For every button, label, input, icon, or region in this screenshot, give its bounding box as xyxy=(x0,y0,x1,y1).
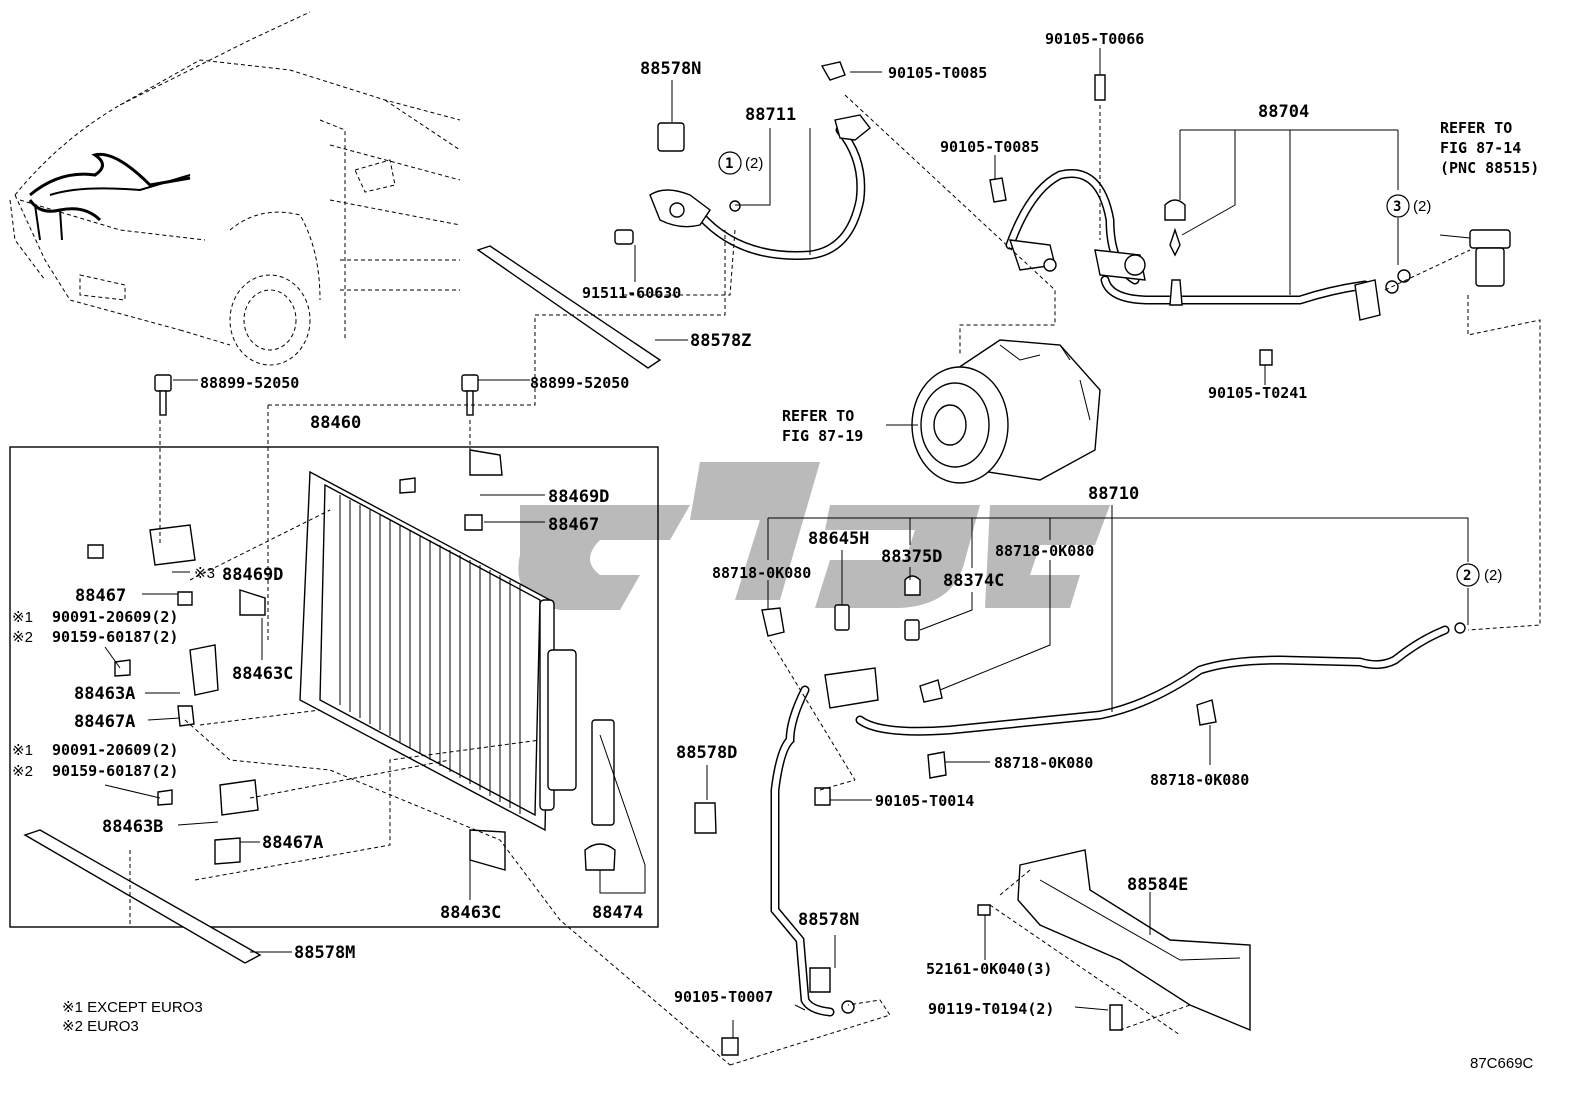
refer-valve-line3: (PNC 88515) xyxy=(1440,159,1539,177)
mark-2-b: ※2 xyxy=(12,763,33,780)
label-88463C-a: 88463C xyxy=(232,664,293,684)
label-90091-20609-b: 90091-20609(2) xyxy=(52,741,178,759)
label-88469D-a: 88469D xyxy=(548,487,609,507)
footnote-1: ※1 EXCEPT EURO3 xyxy=(62,999,203,1016)
label-90105-T0007: 90105-T0007 xyxy=(674,988,773,1006)
label-90159-60187-b: 90159-60187(2) xyxy=(52,762,178,780)
label-88578N-bottom: 88578N xyxy=(798,910,859,930)
label-88645H: 88645H xyxy=(808,529,869,549)
label-88467-b: 88467 xyxy=(75,586,126,606)
refer-compressor-line2: FIG 87-19 xyxy=(782,427,863,445)
label-88463B: 88463B xyxy=(102,817,163,837)
label-90105-T0085-a: 90105-T0085 xyxy=(888,64,987,82)
car-outline-illustration xyxy=(9,11,461,366)
label-88375D: 88375D xyxy=(881,547,942,567)
rail-88578Z xyxy=(476,245,662,369)
label-88704: 88704 xyxy=(1258,102,1309,122)
label-88899-52050-b: 88899-52050 xyxy=(530,374,629,392)
liquid-line-88710 xyxy=(694,575,1466,1056)
circle-1-qty: (2) xyxy=(745,155,763,172)
refer-compressor-line1: REFER TO xyxy=(782,407,854,425)
label-90159-60187-a: 90159-60187(2) xyxy=(52,628,178,646)
watermark-logo xyxy=(518,462,1110,610)
label-88718-0K080-c: 88718-0K080 xyxy=(994,754,1093,772)
label-90091-20609-a: 90091-20609(2) xyxy=(52,608,178,626)
label-88718-0K080-b: 88718-0K080 xyxy=(995,542,1094,560)
leader-lines xyxy=(104,48,1471,1038)
label-88374C: 88374C xyxy=(943,571,1004,591)
compressor xyxy=(911,339,1101,484)
circle-3-qty: (2) xyxy=(1413,198,1431,215)
expansion-valve xyxy=(1469,229,1511,287)
label-90105-T0066: 90105-T0066 xyxy=(1045,30,1144,48)
label-88578N-top: 88578N xyxy=(640,59,701,79)
hose-88704-assembly xyxy=(989,74,1411,366)
label-88578D: 88578D xyxy=(676,743,737,763)
footnote-2: ※2 EURO3 xyxy=(62,1018,139,1035)
mark-1-a: ※1 xyxy=(12,609,33,626)
label-88711: 88711 xyxy=(745,105,796,125)
mark-3: ※3 xyxy=(194,565,215,582)
rail-88578M xyxy=(23,829,262,964)
circle-2-number: 2 xyxy=(1463,568,1471,584)
label-88718-0K080-d: 88718-0K080 xyxy=(1150,771,1249,789)
circle-2-qty: (2) xyxy=(1484,567,1502,584)
under-cover-88584E xyxy=(977,849,1251,1032)
label-88710: 88710 xyxy=(1088,484,1139,504)
label-88469D-b: 88469D xyxy=(222,565,283,585)
label-88718-0K080-a: 88718-0K080 xyxy=(712,564,811,582)
label-88467A-a: 88467A xyxy=(74,712,135,732)
label-88467A-b: 88467A xyxy=(262,833,323,853)
label-88899-52050-a: 88899-52050 xyxy=(200,374,299,392)
figure-code: 87C669C xyxy=(1470,1055,1534,1072)
label-90105-T0085-b: 90105-T0085 xyxy=(940,138,1039,156)
label-88474: 88474 xyxy=(592,903,643,923)
label-88578Z: 88578Z xyxy=(690,331,751,351)
circle-1-number: 1 xyxy=(725,156,733,172)
label-91511-60630: 91511-60630 xyxy=(582,284,681,302)
circle-3-number: 3 xyxy=(1393,199,1401,215)
label-88463C-b: 88463C xyxy=(440,903,501,923)
label-90105-T0241: 90105-T0241 xyxy=(1208,384,1307,402)
bolts-88899 xyxy=(154,374,479,416)
label-88467-a: 88467 xyxy=(548,515,599,535)
label-90105-T0014: 90105-T0014 xyxy=(875,792,974,810)
label-88460: 88460 xyxy=(310,413,361,433)
label-88584E: 88584E xyxy=(1127,875,1188,895)
circle-markers xyxy=(718,151,1480,587)
label-90119-T0194: 90119-T0194(2) xyxy=(928,1000,1054,1018)
labels: 88578N 88711 90105-T0085 90105-T0066 887… xyxy=(12,30,1539,1072)
label-88578M: 88578M xyxy=(294,943,355,963)
label-88463A: 88463A xyxy=(74,684,135,704)
condenser-assembly-box xyxy=(9,446,659,928)
label-52161-0K040: 52161-0K040(3) xyxy=(926,960,1052,978)
mark-2-a: ※2 xyxy=(12,629,33,646)
refer-valve-line2: FIG 87-14 xyxy=(1440,139,1521,157)
refer-valve-line1: REFER TO xyxy=(1440,119,1512,137)
mark-1-b: ※1 xyxy=(12,742,33,759)
hose-88711-assembly xyxy=(614,61,871,260)
dashed-guides xyxy=(129,94,1541,1066)
